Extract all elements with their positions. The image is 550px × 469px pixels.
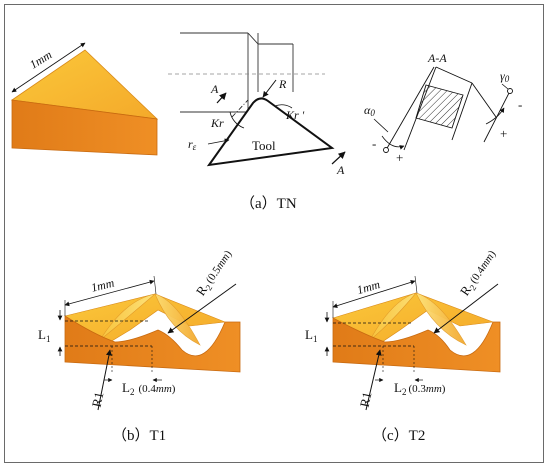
hatched-section — [415, 84, 464, 129]
minus-left: - — [372, 136, 376, 151]
nose-radius-arrow — [262, 79, 277, 98]
t1-insert-block: 1mm L1 R1 L2(0.4mm) R2(0.5mm) — [38, 246, 241, 411]
block-dim-label: 1mm — [27, 47, 54, 71]
t2-width-dimension — [332, 280, 416, 308]
tool-label: Tool — [252, 138, 276, 153]
t2-l1-label: L1 — [305, 327, 317, 344]
plus-right: + — [500, 126, 507, 141]
caption-c: （c）T2 — [372, 427, 425, 444]
nose-radius-label: R — [278, 77, 287, 91]
plus-left: + — [396, 150, 403, 165]
caption-a: （a）TN — [240, 195, 297, 212]
t2-r1-label: R1 — [357, 391, 375, 409]
t1-dim-label: 1mm — [90, 276, 116, 295]
block-width-dimension — [11, 42, 86, 93]
t2-insert-block: 1mm L1 R1 L2(0.3mm) R2(0.4mm) — [305, 246, 501, 411]
t1-width-dimension — [64, 279, 155, 307]
t1-r2-label: R2(0.5mm) — [193, 246, 236, 299]
minus-right: - — [518, 97, 522, 112]
t2-dim-label: 1mm — [355, 277, 382, 297]
t1-r2-arrow — [167, 283, 237, 334]
tool-triangle — [206, 97, 335, 167]
section-arrow-top — [216, 92, 227, 104]
section-arrow-bottom — [331, 151, 346, 165]
section-label-bottom: A — [336, 163, 345, 177]
tn-insert-block: 1mm — [10, 42, 159, 156]
t2-r2-arrow — [433, 283, 499, 334]
section-aa-view: A-A α0 - + γ0 - + — [364, 51, 522, 165]
section-label-top: A — [210, 82, 219, 96]
t1-l1-label: L1 — [38, 327, 50, 344]
re-label: rε — [188, 137, 197, 152]
alpha-label: α0 — [364, 103, 375, 118]
caption-b: （b）T1 — [112, 427, 166, 444]
kr-prime-label: Kr ' — [285, 108, 305, 122]
t2-r2-label: R2(0.4mm) — [457, 246, 500, 299]
section-title: A-A — [427, 51, 447, 65]
t2-l2-label: L2(0.3mm) — [394, 380, 446, 397]
tool-top-view: Tool R Kr Kr ' rε A A — [168, 32, 346, 177]
t1-r1-label: R1 — [89, 391, 107, 409]
t2-r1-arrow — [365, 349, 382, 411]
t1-l2-label: L2(0.4mm) — [122, 380, 176, 397]
kr-label: Kr — [210, 116, 224, 130]
gamma-label: γ0 — [500, 69, 510, 84]
